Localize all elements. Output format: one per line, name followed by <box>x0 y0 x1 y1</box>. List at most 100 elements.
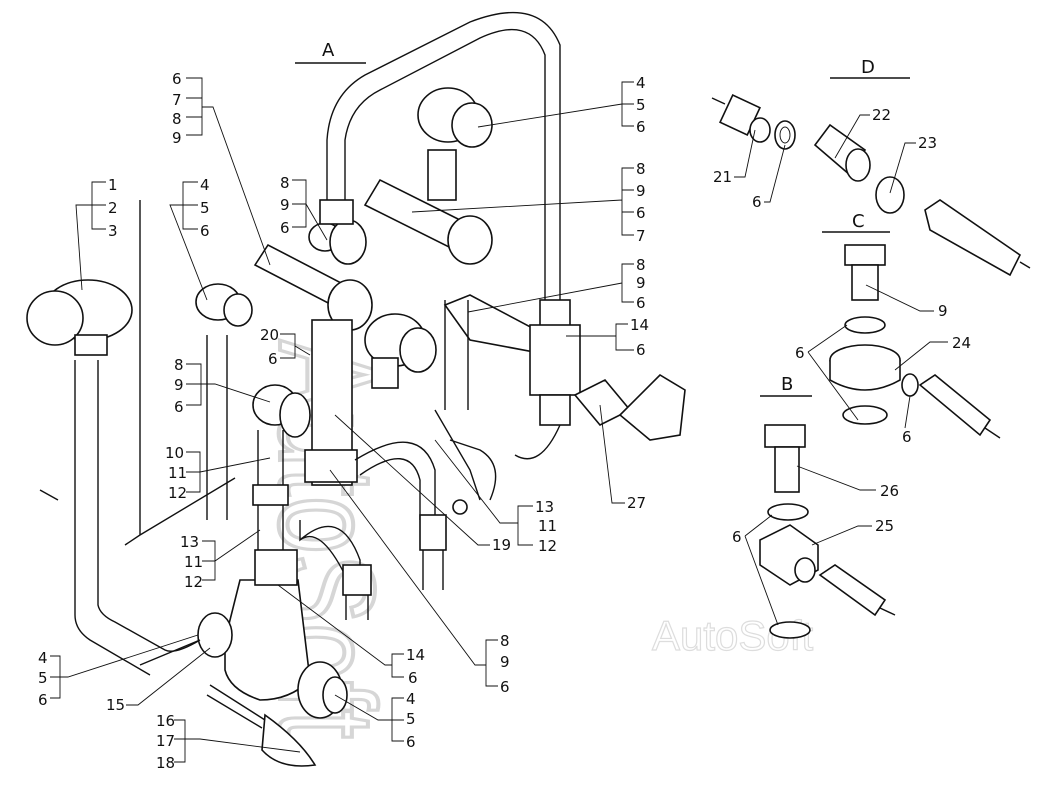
svg-text:8: 8 <box>500 632 510 650</box>
svg-text:6: 6 <box>172 70 182 88</box>
svg-text:3: 3 <box>108 222 118 240</box>
callout-10-11-12: 10 11 12 <box>165 444 271 502</box>
callout-8-9-6-7: 8 9 6 7 <box>411 160 646 245</box>
svg-text:7: 7 <box>172 91 182 109</box>
svg-text:6: 6 <box>902 428 912 446</box>
svg-text:4: 4 <box>38 649 48 667</box>
callout-9-c: 9 <box>865 284 948 320</box>
svg-text:16: 16 <box>156 712 175 730</box>
svg-text:B: B <box>781 374 793 395</box>
svg-text:4: 4 <box>406 690 416 708</box>
callout-4-5-6-left: 4 5 6 <box>169 176 210 301</box>
svg-text:10: 10 <box>165 444 184 462</box>
svg-text:21: 21 <box>713 168 732 186</box>
callout-26: 26 <box>796 465 899 500</box>
svg-text:9: 9 <box>500 653 510 671</box>
svg-text:6: 6 <box>406 733 416 751</box>
svg-text:9: 9 <box>938 302 948 320</box>
svg-text:6: 6 <box>636 294 646 312</box>
svg-text:6: 6 <box>174 398 184 416</box>
svg-text:12: 12 <box>184 573 203 591</box>
callout-15: 15 <box>106 647 211 714</box>
detail-drawings <box>711 94 1031 639</box>
svg-text:6: 6 <box>408 669 418 687</box>
svg-text:4: 4 <box>200 176 210 194</box>
section-d-title: D <box>830 57 910 79</box>
svg-text:D: D <box>861 57 875 78</box>
svg-text:6: 6 <box>500 678 510 696</box>
callout-23: 23 <box>889 134 937 194</box>
callout-8-9-6-loop: 8 9 6 <box>280 174 328 241</box>
svg-text:8: 8 <box>174 356 184 374</box>
svg-text:14: 14 <box>630 316 649 334</box>
svg-text:7: 7 <box>636 227 646 245</box>
svg-text:1: 1 <box>108 176 118 194</box>
callout-6-7-8-9: 6 7 8 9 <box>172 70 271 266</box>
svg-text:9: 9 <box>280 196 290 214</box>
svg-text:11: 11 <box>538 517 557 535</box>
svg-text:17: 17 <box>156 732 175 750</box>
svg-text:26: 26 <box>880 482 899 500</box>
svg-text:A: A <box>322 40 335 61</box>
callout-6-c-right: 6 <box>902 395 912 446</box>
callout-20-6: 20 6 <box>260 326 311 368</box>
svg-text:8: 8 <box>280 174 290 192</box>
svg-text:13: 13 <box>180 533 199 551</box>
callout-4-5-6-top: 4 5 6 <box>477 74 646 136</box>
callout-25: 25 <box>811 517 894 546</box>
svg-text:2: 2 <box>108 199 118 217</box>
callout-13-11-12-right: 13 11 12 <box>434 439 557 555</box>
callout-22: 22 <box>834 106 891 159</box>
callout-14-6-top: 14 6 <box>566 316 649 359</box>
callout-24: 24 <box>894 334 971 371</box>
svg-text:5: 5 <box>38 669 48 687</box>
svg-text:20: 20 <box>260 326 279 344</box>
svg-text:19: 19 <box>492 536 511 554</box>
section-a-title: A <box>295 40 366 64</box>
svg-text:27: 27 <box>627 494 646 512</box>
section-b-title: B <box>760 374 812 397</box>
svg-text:8: 8 <box>636 160 646 178</box>
callout-21: 21 <box>713 129 756 186</box>
svg-text:9: 9 <box>636 182 646 200</box>
svg-text:5: 5 <box>200 199 210 217</box>
callout-8-9-6-bottom: 8 9 6 <box>329 469 510 696</box>
callout-6-d: 6 <box>752 144 786 211</box>
callout-16-17-18: 16 17 18 <box>156 712 301 772</box>
svg-text:23: 23 <box>918 134 937 152</box>
assembly-a-drawing <box>26 11 686 767</box>
svg-text:8: 8 <box>636 256 646 274</box>
callout-19: 19 <box>334 414 511 554</box>
svg-text:15: 15 <box>106 696 125 714</box>
svg-text:11: 11 <box>184 553 203 571</box>
svg-text:6: 6 <box>636 118 646 136</box>
svg-text:14: 14 <box>406 646 425 664</box>
svg-text:12: 12 <box>168 484 187 502</box>
svg-text:12: 12 <box>538 537 557 555</box>
callout-14-6-bottom: 14 6 <box>277 584 425 687</box>
svg-text:4: 4 <box>636 74 646 92</box>
svg-text:9: 9 <box>172 129 182 147</box>
svg-text:6: 6 <box>38 691 48 709</box>
svg-text:5: 5 <box>636 96 646 114</box>
svg-text:9: 9 <box>174 376 184 394</box>
svg-text:9: 9 <box>636 274 646 292</box>
svg-text:6: 6 <box>636 341 646 359</box>
svg-text:C: C <box>852 211 865 232</box>
callout-8-9-6-tee: 8 9 6 <box>467 256 646 313</box>
callout-4-5-6-bottom-right: 4 5 6 <box>334 690 416 751</box>
svg-text:11: 11 <box>168 464 187 482</box>
callout-1-2-3: 1 2 3 <box>75 176 118 291</box>
callout-27: 27 <box>599 404 646 512</box>
svg-text:6: 6 <box>200 222 210 240</box>
svg-text:25: 25 <box>875 517 894 535</box>
svg-text:24: 24 <box>952 334 971 352</box>
svg-text:8: 8 <box>172 110 182 128</box>
callout-4-5-6-bottom-left: 4 5 6 <box>38 634 199 709</box>
callout-6-c-left: 6 <box>795 324 859 421</box>
svg-text:13: 13 <box>535 498 554 516</box>
callout-13-11-12-left: 13 11 12 <box>180 529 261 591</box>
svg-text:6: 6 <box>795 344 805 362</box>
callout-6-b: 6 <box>732 514 779 626</box>
